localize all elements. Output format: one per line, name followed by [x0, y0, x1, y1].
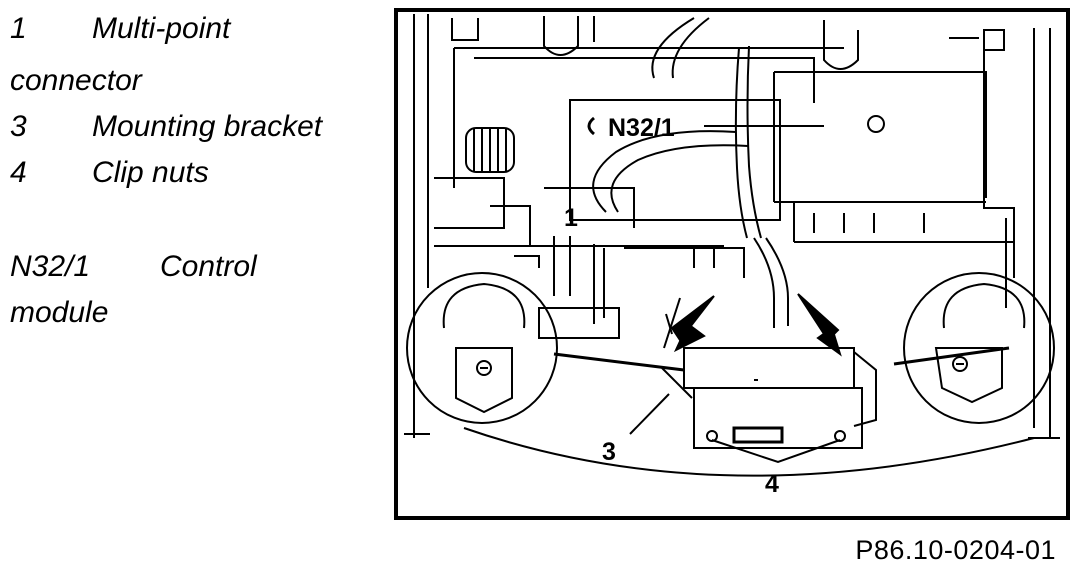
- legend-number: 1: [10, 12, 27, 45]
- legend-text: module: [10, 296, 109, 329]
- bolt-icon: [867, 115, 885, 133]
- legend-item-4: 4 Clip nuts: [10, 156, 209, 190]
- illustration-border: [394, 8, 1070, 520]
- arrow-icon: [670, 293, 842, 357]
- callout-n32: N32/1: [608, 114, 675, 142]
- legend-text: Clip nuts: [92, 156, 209, 189]
- legend-item-3: 3 Mounting bracket: [10, 110, 322, 144]
- legend-number: 3: [10, 110, 27, 143]
- legend-item-1-continued: connector: [10, 64, 142, 98]
- legend-item-n32-continued: module: [10, 296, 108, 330]
- legend-text: connector: [10, 64, 142, 97]
- figure-id: P86.10-0204-01: [855, 535, 1056, 565]
- legend-number: N32/1: [10, 250, 91, 283]
- legend-text: Multi-point: [92, 12, 231, 45]
- n32-symbol-icon: [587, 116, 595, 136]
- callout-1: 1: [564, 204, 578, 232]
- callout-3: 3: [602, 438, 616, 466]
- legend-item-1: 1 Multi-point: [10, 12, 230, 46]
- callout-4: 4: [765, 470, 779, 498]
- legend-text: Mounting bracket: [92, 110, 323, 143]
- legend-text: Control: [160, 250, 257, 283]
- vehicle-structure-lines: [404, 14, 1060, 477]
- illustration-frame: N32/1 1 3 4: [394, 8, 1070, 520]
- legend-number: 4: [10, 156, 27, 189]
- legend-item-n32: N32/1 Control: [10, 250, 257, 284]
- component-illustration: N32/1 1 3 4: [394, 8, 1070, 520]
